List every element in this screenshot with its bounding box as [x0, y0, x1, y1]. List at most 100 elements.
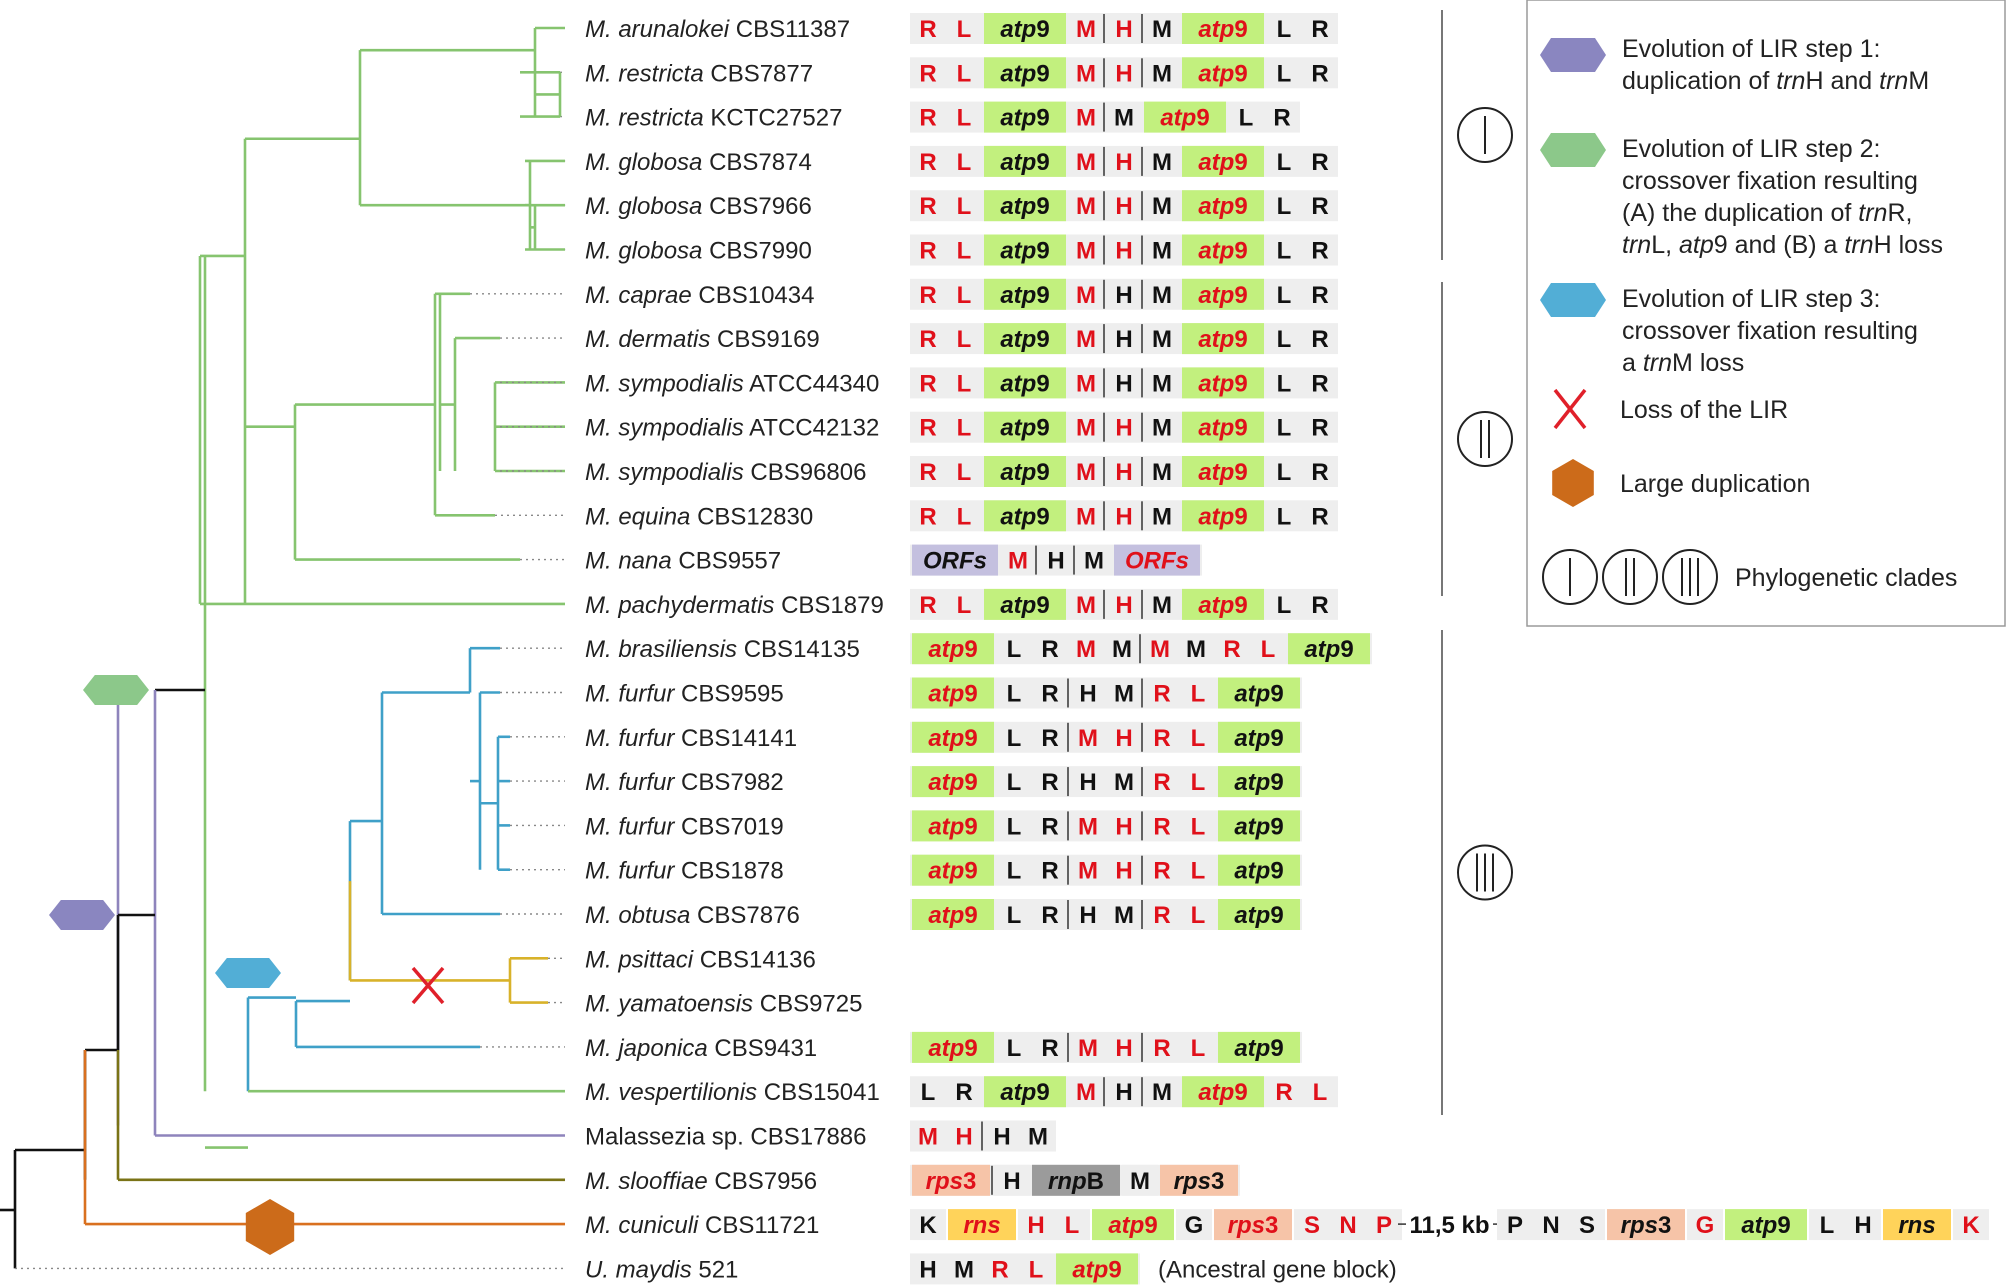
legend-text-part: (A) the duplication of	[1622, 199, 1858, 227]
gene-block	[984, 588, 1066, 620]
legend-step1-text: duplication of trnH and trnM	[1622, 67, 1929, 95]
gene-label: R	[1041, 813, 1058, 840]
legend-step1-text: Evolution of LIR step 1:	[1622, 35, 1880, 63]
species-label: M. vespertilionis CBS15041	[585, 1079, 880, 1106]
gene-block	[1182, 411, 1264, 443]
clade-symbol	[1457, 411, 1513, 467]
gene-label: M	[1186, 636, 1206, 663]
gene-suffix: 9	[1036, 503, 1049, 530]
gene-label: rns	[963, 1212, 1000, 1239]
species-label: M. furfur CBS9595	[585, 681, 784, 708]
gene-block	[1182, 456, 1264, 487]
gene-row-background	[910, 278, 1338, 310]
gene-label: atp9	[1234, 681, 1283, 708]
gene-label: L	[1007, 681, 1022, 708]
gene-suffix: 9	[1234, 60, 1247, 87]
gene-suffix: 9	[1777, 1212, 1790, 1239]
strain-id: CBS7876	[690, 902, 799, 929]
gene-label: R	[919, 592, 936, 619]
legend-text-italic: atp	[1679, 231, 1714, 259]
strain-id: CBS7877	[704, 60, 813, 87]
gene-block	[1725, 1209, 1807, 1241]
gene-block	[1122, 1164, 1158, 1196]
strain-id: CBS14141	[674, 725, 797, 752]
gene-label: atp9	[1198, 370, 1247, 397]
gene-suffix: 9	[1036, 238, 1049, 265]
species-epithet: M. furfur	[585, 858, 675, 885]
gene-label: M	[1152, 592, 1172, 619]
legend-step2-text: Evolution of LIR step 2:	[1622, 135, 1880, 163]
gene-label: R	[1153, 813, 1170, 840]
gene-label: R	[919, 503, 936, 530]
gene-label: R	[1153, 902, 1170, 929]
gene-label: L	[957, 503, 972, 530]
gene-label: H	[1115, 813, 1132, 840]
gene-block	[1687, 1209, 1723, 1241]
gene-label: R	[1311, 459, 1328, 486]
gene-label: atp9	[1000, 238, 1049, 265]
gene-label: R	[1311, 238, 1328, 265]
gene-name: atp	[1234, 813, 1270, 840]
gene-label: L	[957, 592, 972, 619]
gene-suffix: 9	[1270, 1035, 1283, 1062]
gene-suffix: 9	[1036, 193, 1049, 220]
legend-text-italic: trn	[1643, 349, 1672, 377]
gene-block	[1032, 1164, 1120, 1196]
legend-clade-icon	[1602, 549, 1658, 605]
gene-block	[1182, 278, 1264, 310]
gene-label: R	[1041, 858, 1058, 885]
gene-label: atp9	[1000, 326, 1049, 353]
gene-label: S	[1304, 1212, 1320, 1239]
gene-label: atp9	[1000, 16, 1049, 43]
gene-label: atp9	[1198, 503, 1247, 530]
gene-name: atp	[1000, 193, 1036, 220]
gene-suffix: 9	[1036, 592, 1049, 619]
gene-name: rps	[1174, 1168, 1211, 1195]
legend-text-part: L,	[1651, 231, 1679, 259]
gene-block	[1182, 57, 1264, 89]
gene-block	[1018, 1209, 1054, 1241]
gene-label: G	[1185, 1212, 1204, 1239]
gene-label: R	[919, 149, 936, 176]
gene-label: M	[1078, 858, 1098, 885]
species-label: Malassezia sp. CBS17886	[585, 1124, 866, 1151]
legend-step2-icon	[1540, 133, 1606, 167]
species-label: M. furfur CBS7019	[585, 813, 784, 840]
gene-label: atp9	[1234, 813, 1283, 840]
gene-label: atp9	[1304, 636, 1353, 663]
gene-label: H	[919, 1256, 936, 1283]
gene-label: atp9	[1198, 459, 1247, 486]
gene-label: R	[919, 16, 936, 43]
gene-block	[1144, 101, 1226, 133]
gene-label: atp9	[1000, 105, 1049, 132]
strain-id: CBS9431	[708, 1035, 817, 1062]
gene-label: R	[1153, 858, 1170, 885]
gene-name: atp	[1234, 681, 1270, 708]
gene-label: L	[1277, 370, 1292, 397]
gene-label: H	[1079, 902, 1096, 929]
species-epithet: M. vespertilionis	[585, 1079, 757, 1106]
species-epithet: M. pachydermatis	[585, 592, 774, 619]
legend-text-part: R,	[1887, 199, 1912, 227]
gene-label: L	[1007, 725, 1022, 752]
gene-label: R	[1041, 725, 1058, 752]
gene-label: L	[1277, 60, 1292, 87]
gene-suffix: 9	[964, 725, 977, 752]
gene-label: R	[1311, 282, 1328, 309]
gene-name: rps	[1228, 1212, 1265, 1239]
gene-suffix: 9	[1036, 459, 1049, 486]
gene-suffix: 9	[964, 1035, 977, 1062]
gene-suffix: 9	[1270, 902, 1283, 929]
legend-step3-text: crossover fixation resulting	[1622, 317, 1918, 345]
gene-name: atp	[1234, 902, 1270, 929]
gene-label: L	[1277, 238, 1292, 265]
gene-name: atp	[1000, 105, 1036, 132]
gene-block	[1182, 13, 1264, 44]
